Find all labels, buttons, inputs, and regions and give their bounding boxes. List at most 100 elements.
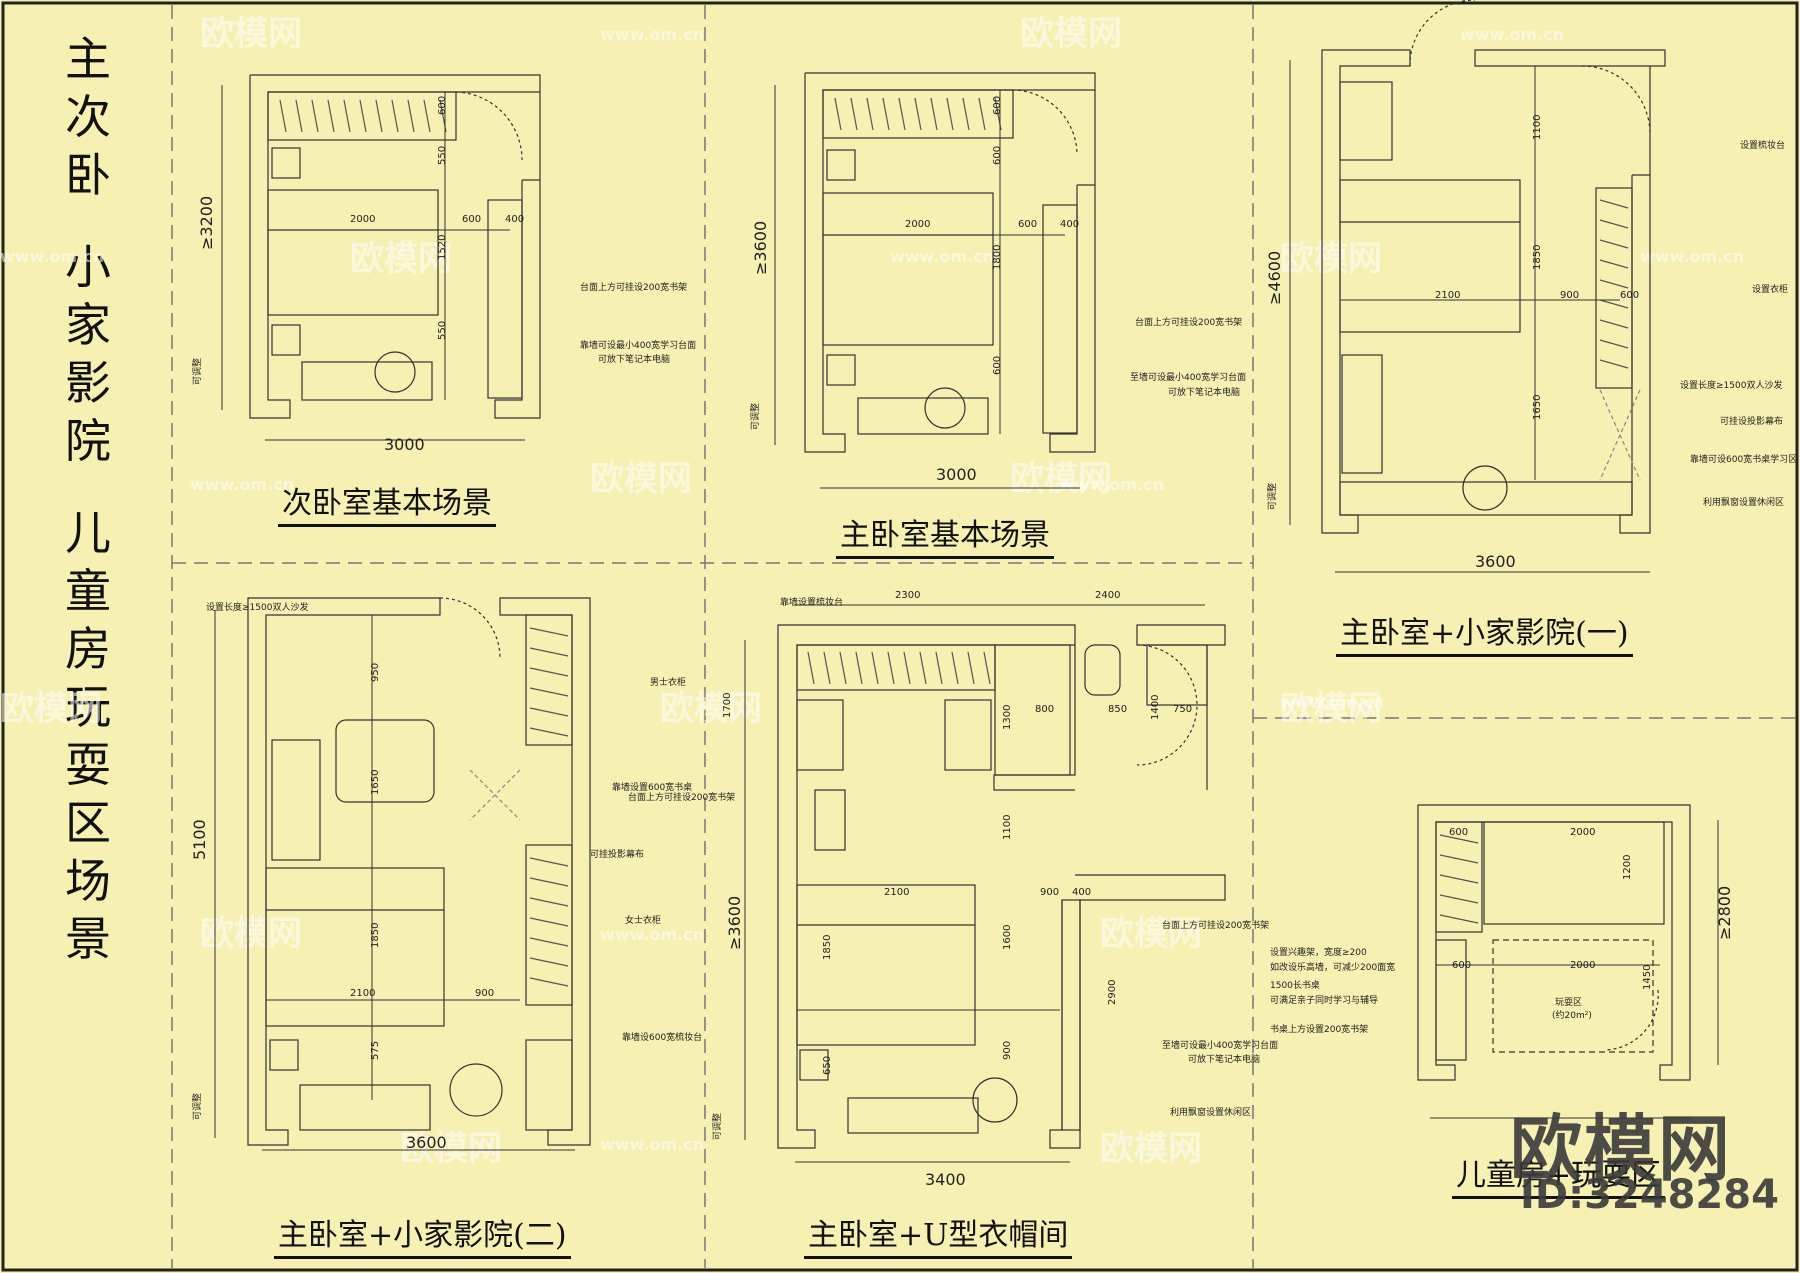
dimension-label: 1520 bbox=[437, 235, 448, 260]
dimension-label: 2400 bbox=[1095, 590, 1120, 601]
annotation-note: 1500长书桌 bbox=[1270, 979, 1320, 991]
plan4-dim-lines bbox=[214, 610, 575, 1151]
sheet-title-char: 卧 bbox=[65, 148, 111, 202]
sheet-title-char: 小 bbox=[65, 240, 111, 294]
watermark-brand: 欧模网 bbox=[1100, 1129, 1202, 1169]
dimension-label: 2900 bbox=[1107, 980, 1118, 1005]
watermark-url: www.om.cn bbox=[1640, 247, 1744, 266]
watermark-brand: 欧模网 bbox=[400, 1129, 502, 1169]
dimension-label: 600 bbox=[462, 214, 481, 225]
sheet-title-char: 儿 bbox=[65, 506, 111, 560]
dimension-label: 800 bbox=[1035, 704, 1054, 715]
dimension-label: 900 bbox=[475, 988, 494, 999]
width-dimension: 3400 bbox=[925, 1170, 966, 1189]
plan1-dim-lines bbox=[221, 85, 525, 441]
watermark-url: www.om.cn bbox=[600, 1135, 704, 1154]
sheet-title-char: 区 bbox=[65, 796, 111, 850]
watermark-url: www.om.cn bbox=[890, 247, 994, 266]
sheet-title-char: 童 bbox=[65, 564, 111, 618]
dimension-label: 900 bbox=[1040, 887, 1059, 898]
depth-dimension: 5100 bbox=[190, 819, 209, 860]
play-area-size: (约20m²) bbox=[1552, 1009, 1592, 1021]
watermark-brand: 欧模网 bbox=[0, 689, 102, 729]
sheet-title-char: 场 bbox=[65, 854, 111, 908]
watermark-url: www.om.cn bbox=[190, 475, 294, 494]
plan-secondary-bedroom bbox=[249, 74, 541, 419]
dimension-label: 900 bbox=[1002, 1041, 1013, 1060]
dimension-label: 400 bbox=[1060, 219, 1079, 230]
annotation-note: 可放下笔记本电脑 bbox=[1168, 386, 1240, 398]
annotation-note: 台面上方可挂设200宽书架 bbox=[628, 791, 735, 803]
caption-plan-3: 主卧室+小家影院(一) bbox=[1336, 608, 1633, 657]
sheet-title: 主次卧小家影院儿童房玩耍区场景 bbox=[58, 30, 118, 968]
width-dimension: 3000 bbox=[384, 435, 425, 454]
annotation-note: 利用飘窗设置休闲区 bbox=[1703, 496, 1784, 508]
dimension-label: 575 bbox=[370, 1041, 381, 1060]
dimension-label: 1650 bbox=[370, 770, 381, 795]
plan-master-home-theater-2 bbox=[247, 597, 591, 1146]
plan-master-u-closet bbox=[777, 624, 1226, 1149]
dimension-label: 600 bbox=[1620, 290, 1639, 301]
dimension-label: 1400 bbox=[1150, 695, 1161, 720]
dimension-label: 750 bbox=[1173, 704, 1192, 715]
annotation-note: 如改设乐高墙，可减少200面宽 bbox=[1270, 961, 1395, 973]
watermark-brand: 欧模网 bbox=[590, 459, 692, 499]
depth-dimension: ≥3200 bbox=[197, 196, 216, 250]
adjustable-label: 可调整 bbox=[191, 1093, 203, 1120]
dimension-label: 2000 bbox=[1570, 960, 1595, 971]
dimension-label: 600 bbox=[992, 146, 1003, 165]
brand-logo: 欧模网 bbox=[1510, 1107, 1733, 1191]
dimension-label: 1600 bbox=[1002, 925, 1013, 950]
dimension-label: 1850 bbox=[1532, 245, 1543, 270]
annotation-note: 靠墙可设600宽书桌学习区 bbox=[1690, 453, 1797, 465]
annotation-note: 设置长度≥1500双人沙发 bbox=[1680, 379, 1782, 391]
annotation-note: 可放下笔记本电脑 bbox=[598, 353, 670, 365]
sheet-title-char: 房 bbox=[65, 622, 111, 676]
depth-dimension: ≥3600 bbox=[725, 896, 744, 950]
plan6-dim-lines bbox=[1430, 820, 1719, 1119]
watermark-brand: 欧模网 bbox=[1020, 14, 1122, 54]
dimension-label: 1700 bbox=[722, 693, 733, 718]
dimension-label: 1450 bbox=[1642, 965, 1653, 990]
dimension-label: 2300 bbox=[895, 590, 920, 601]
width-dimension: 3600 bbox=[406, 1133, 447, 1152]
dimension-label: 600 bbox=[437, 96, 448, 115]
depth-dimension: ≥4600 bbox=[1265, 251, 1284, 305]
watermark-brand: 欧模网 bbox=[1280, 239, 1382, 279]
depth-dimension: ≥2800 bbox=[1715, 886, 1734, 940]
caption-plan-6: 儿童房+玩耍区 bbox=[1452, 1150, 1666, 1199]
adjustable-label: 可调整 bbox=[749, 403, 761, 430]
plan2-dim-lines bbox=[774, 85, 1080, 489]
dimension-label: 1100 bbox=[1002, 815, 1013, 840]
adjustable-label: 可调整 bbox=[1266, 483, 1278, 510]
dimension-label: 550 bbox=[437, 146, 448, 165]
annotation-note: 台面上方可挂设200宽书架 bbox=[1135, 316, 1242, 328]
dimension-label: 600 bbox=[1018, 219, 1037, 230]
dimension-label: 900 bbox=[1560, 290, 1579, 301]
watermark-brand: 欧模网 bbox=[350, 239, 452, 279]
dimension-label: 600 bbox=[1452, 960, 1471, 971]
dimension-label: 2000 bbox=[1570, 827, 1595, 838]
dimension-label: 2100 bbox=[884, 887, 909, 898]
annotation-note: 可挂设投影幕布 bbox=[1720, 415, 1783, 427]
watermark-url: www.om.cn bbox=[600, 925, 704, 944]
dimension-label: 2100 bbox=[1435, 290, 1460, 301]
watermark-brand: 欧模网 bbox=[1280, 689, 1382, 729]
dimension-label: 650 bbox=[822, 1056, 833, 1075]
annotation-note: 靠墙设置600宽书桌 bbox=[612, 781, 692, 793]
annotation-note: 女士衣柜 bbox=[625, 914, 661, 926]
adjustable-label: 可调整 bbox=[191, 358, 203, 385]
watermark-brand: 欧模网 bbox=[200, 914, 302, 954]
width-dimension: 3000 bbox=[936, 465, 977, 484]
watermark-brand: 欧模网 bbox=[200, 14, 302, 54]
annotation-note: 靠墙设置梳妆台 bbox=[780, 596, 843, 608]
sheet-title-char: 家 bbox=[65, 298, 111, 352]
watermark-brand: 欧模网 bbox=[660, 689, 762, 729]
annotation-note: 可放下笔记本电脑 bbox=[1188, 1053, 1260, 1065]
sheet-title-char: 院 bbox=[65, 414, 111, 468]
annotation-note: 可挂投影幕布 bbox=[590, 848, 644, 860]
adjustable-label: 可调整 bbox=[711, 1113, 723, 1140]
